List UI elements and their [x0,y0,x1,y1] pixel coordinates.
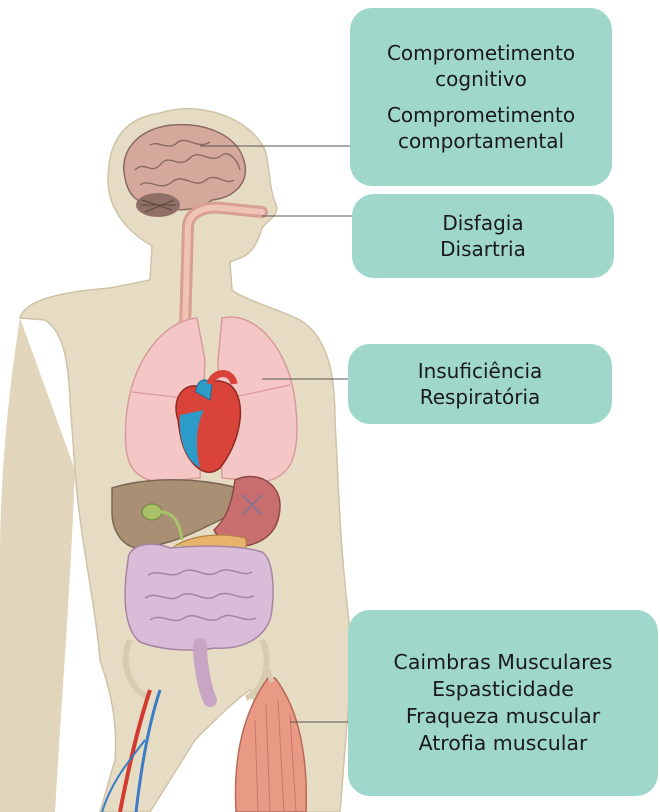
respiratory-line-2: Respiratória [420,384,541,410]
behavioral-line-2: comportamental [398,128,564,154]
dysphagia-label: Disfagia [442,210,523,236]
muscle-callout: Caimbras Musculares Espasticidade Fraque… [348,610,658,796]
weakness-label: Fraqueza muscular [406,703,600,730]
arm-shading [0,318,75,812]
respiratory-callout: Insuficiência Respiratória [348,344,612,424]
behavioral-line-1: Comprometimento [387,102,575,128]
gallbladder-icon [142,504,162,520]
cognitive-callout: Comprometimento cognitivo Comprometiment… [350,8,612,186]
spasticity-label: Espasticidade [432,676,574,703]
cognitive-line-2: cognitivo [435,66,527,92]
atrophy-label: Atrofia muscular [419,730,588,757]
respiratory-line-1: Insuficiência [418,358,543,384]
cognitive-line-1: Comprometimento [387,40,575,66]
cramps-label: Caimbras Musculares [394,649,613,676]
swallow-callout: Disfagia Disartria [352,194,614,278]
dysarthria-label: Disartria [440,236,526,262]
